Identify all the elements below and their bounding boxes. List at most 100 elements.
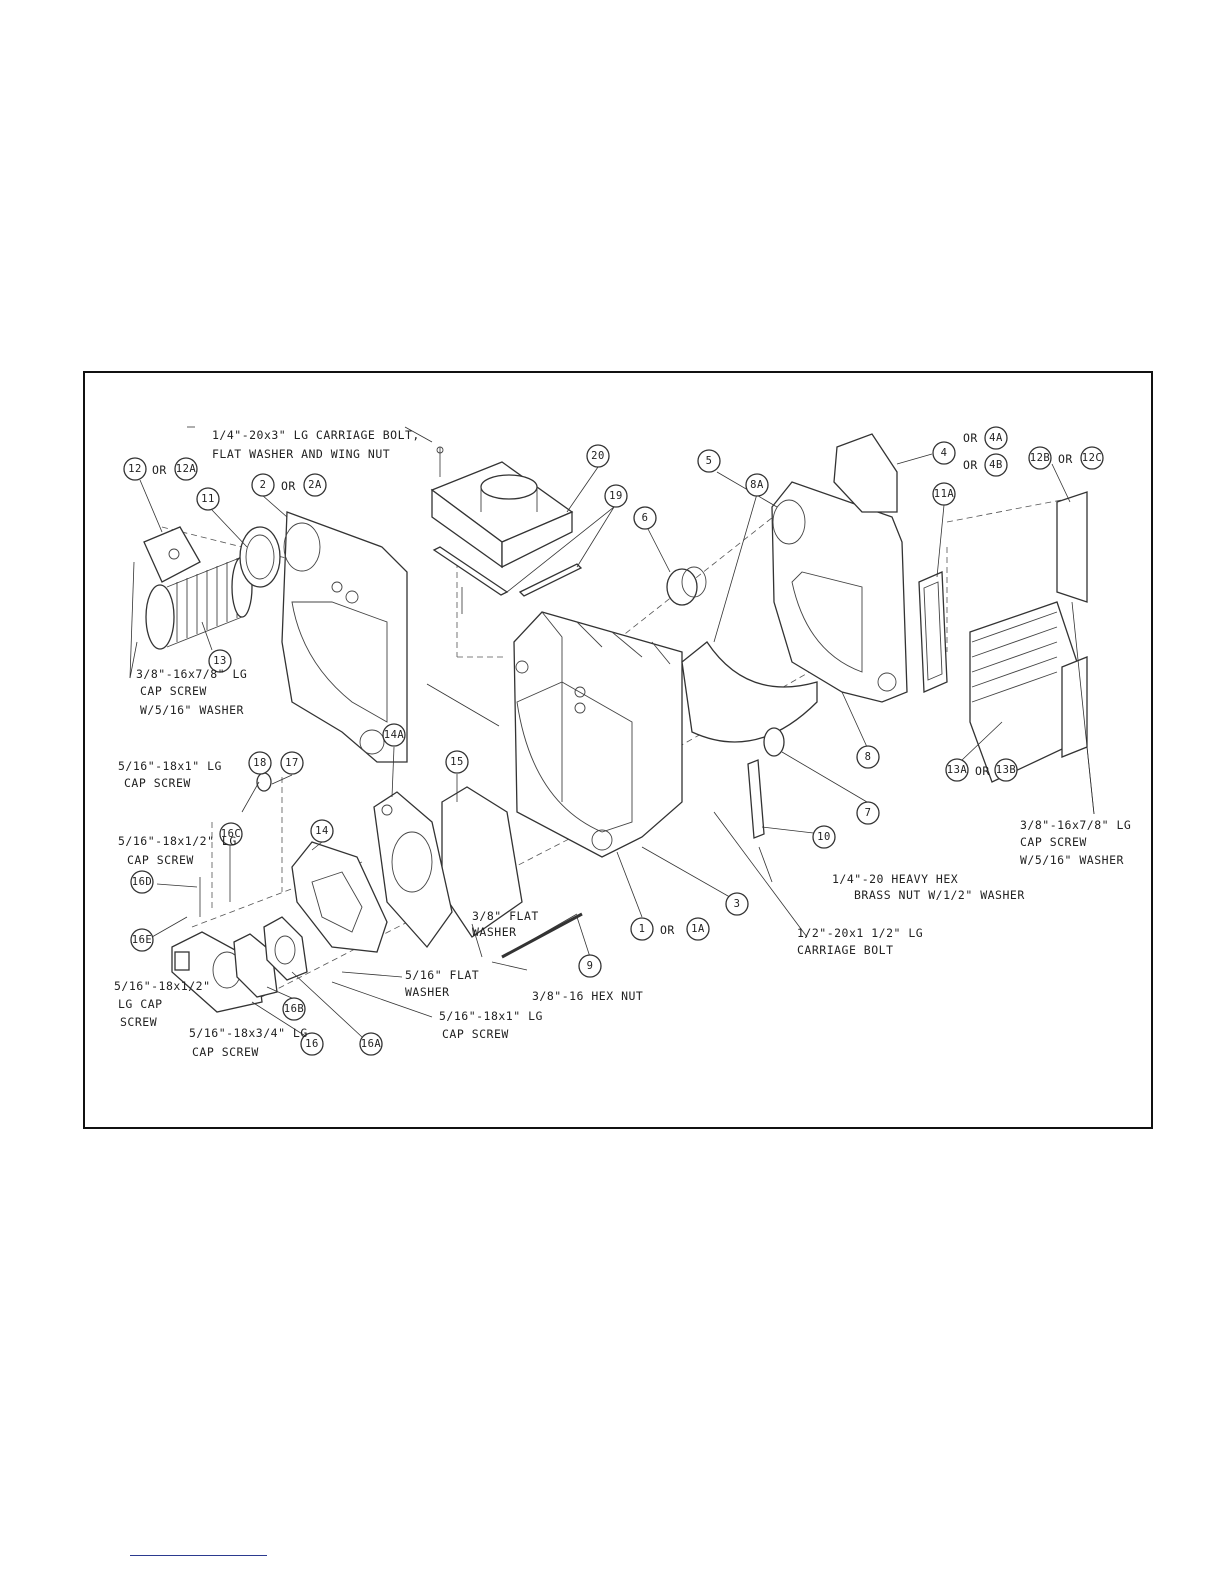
bubble-16C: 16C (219, 822, 243, 846)
callout-heavy-hex-line2: BRASS NUT W/1/2" WASHER (854, 888, 1025, 902)
bubble-16B: 16B (282, 997, 306, 1021)
bubble-label: 14A (384, 729, 405, 741)
callout-cap-1in-line1: 5/16"-18x1" LG (439, 1009, 543, 1023)
bubble-label: 2A (308, 479, 322, 491)
bubble-label: 16D (132, 876, 152, 888)
bubble-label: 16E (132, 934, 152, 946)
callout-carriage-bolt-top-line1: 1/4"-20x3" LG CARRIAGE BOLT, (212, 428, 420, 442)
bubble-label: 16 (305, 1038, 319, 1050)
callout-texts: 1/4"-20x3" LG CARRIAGE BOLT, FLAT WASHER… (114, 428, 1131, 1059)
part-13A-coil (969, 601, 1088, 783)
callout-cap-34-line2: CAP SCREW (192, 1045, 259, 1059)
bubble-label: 4 (941, 447, 948, 459)
bubble-1A: 1A (686, 917, 710, 941)
part-11A-gasket (918, 571, 948, 693)
part-1-center-section (513, 611, 683, 858)
bubble-1: 1 (630, 917, 654, 941)
footnote-rule (130, 1555, 267, 1556)
leader-lines (129, 426, 1095, 1038)
bubble-label: 20 (591, 450, 605, 462)
bubble-label: 13 (213, 655, 227, 667)
bubble-label: 6 (642, 512, 649, 524)
callout-cap-screw-left-line1: 3/8"-16x7/8" LG (136, 667, 247, 681)
bubble-8: 8 (856, 745, 880, 769)
bubble-label: 2 (260, 479, 267, 491)
bubble-label: 7 (865, 807, 872, 819)
callout-carriage-bolt-mid-line2: CARRIAGE BOLT (797, 943, 894, 957)
bubble-label: 13B (996, 764, 1016, 776)
exploded-parts-drawing: 12 OR 12A 11 2 OR 2A 13 20 19 5 4 OR 4A … (114, 426, 1131, 1059)
part-9-tie-rod (501, 912, 583, 959)
part-6-ring (666, 566, 707, 606)
callout-carriage-bolt-mid-line1: 1/2"-20x1 1/2" LG (797, 926, 923, 940)
callout-cap18-line1: 5/16"-18x1" LG (118, 759, 222, 773)
bubble-label: 16C (221, 828, 241, 840)
bubble-17: 17 (280, 751, 304, 775)
part-16A-ring-plate (263, 916, 308, 981)
bubble-6: 6 (633, 506, 657, 530)
or-label: OR (975, 764, 990, 778)
callout-cap-screw-right-line1: 3/8"-16x7/8" LG (1020, 818, 1131, 832)
bubble-label: 16A (361, 1038, 382, 1050)
or-label: OR (963, 458, 978, 472)
bubble-13: 13 (208, 649, 232, 673)
part-14A-plate (373, 791, 453, 949)
bubble-label: 5 (706, 455, 713, 467)
bubble-12: 12 (123, 457, 147, 481)
or-label: OR (963, 431, 978, 445)
bubble-13B: 13B (994, 758, 1018, 782)
part-12B-plate (1056, 491, 1088, 603)
part-2-end-section (281, 511, 408, 763)
bubble-2A: 2A (303, 473, 327, 497)
bubbles: 12 OR 12A 11 2 OR 2A 13 20 19 5 4 OR 4A … (123, 426, 1104, 1056)
bubble-label: 14 (315, 825, 329, 837)
part-20-flue-collector (430, 461, 574, 569)
bubble-label: 10 (817, 831, 831, 843)
bubble-9: 9 (578, 954, 602, 978)
bubble-label: 12A (176, 463, 197, 475)
callout-cap-34-line1: 5/16"-18x3/4" LG (189, 1026, 308, 1040)
part-10-bracket (747, 759, 765, 839)
bubble-12A: 12A (174, 457, 198, 481)
callout-cap-half-line1: 5/16"-18x1/2" LG (118, 834, 237, 848)
bubble-label: 18 (253, 757, 267, 769)
bubble-label: 1 (639, 923, 646, 935)
bubble-4B: 4B (984, 453, 1008, 477)
part-7-ring (763, 727, 785, 757)
callout-cap-screw-left-line3: W/5/16" WASHER (140, 703, 244, 717)
bubble-label: 15 (450, 756, 464, 768)
bubble-label: 13A (947, 764, 968, 776)
bubble-label: 19 (609, 490, 623, 502)
callout-lg-cap-line3: SCREW (120, 1015, 157, 1029)
part-8A-baffle (681, 641, 818, 743)
callout-lg-cap-line2: LG CAP (118, 997, 163, 1011)
bubble-12C: 12C (1080, 446, 1104, 470)
bubble-12B: 12B (1028, 446, 1052, 470)
bubble-label: 17 (285, 757, 299, 769)
bubble-16: 16 (300, 1032, 324, 1056)
part-5-end-section (771, 481, 908, 703)
callout-lg-cap-line1: 5/16"-18x1/2" (114, 979, 211, 993)
bubble-14: 14 (310, 819, 334, 843)
or-label: OR (660, 923, 675, 937)
callout-flat-washer-38-line2: WASHER (472, 925, 517, 939)
bubble-16D: 16D (130, 870, 154, 894)
bubble-20: 20 (586, 444, 610, 468)
bubble-label: 12B (1030, 452, 1050, 464)
bubble-5: 5 (697, 449, 721, 473)
callout-cap18-line2: CAP SCREW (124, 776, 191, 790)
callout-flat-washer-516-line1: 5/16" FLAT (405, 968, 479, 982)
bubble-label: 1A (691, 923, 705, 935)
callout-cap-half-line2: CAP SCREW (127, 853, 194, 867)
part-11-gasket (239, 526, 281, 588)
callout-cap-screw-right-line2: CAP SCREW (1020, 835, 1087, 849)
bubble-3: 3 (725, 892, 749, 916)
bubble-label: 3 (734, 898, 741, 910)
bubble-label: 11A (934, 488, 955, 500)
bubble-label: 12C (1082, 452, 1102, 464)
bubble-11A: 11A (932, 482, 956, 506)
bubble-4: 4 (932, 441, 956, 465)
callout-flat-washer-38-line1: 3/8" FLAT (472, 909, 539, 923)
bubble-2: 2 (251, 473, 275, 497)
bubble-16A: 16A (359, 1032, 383, 1056)
